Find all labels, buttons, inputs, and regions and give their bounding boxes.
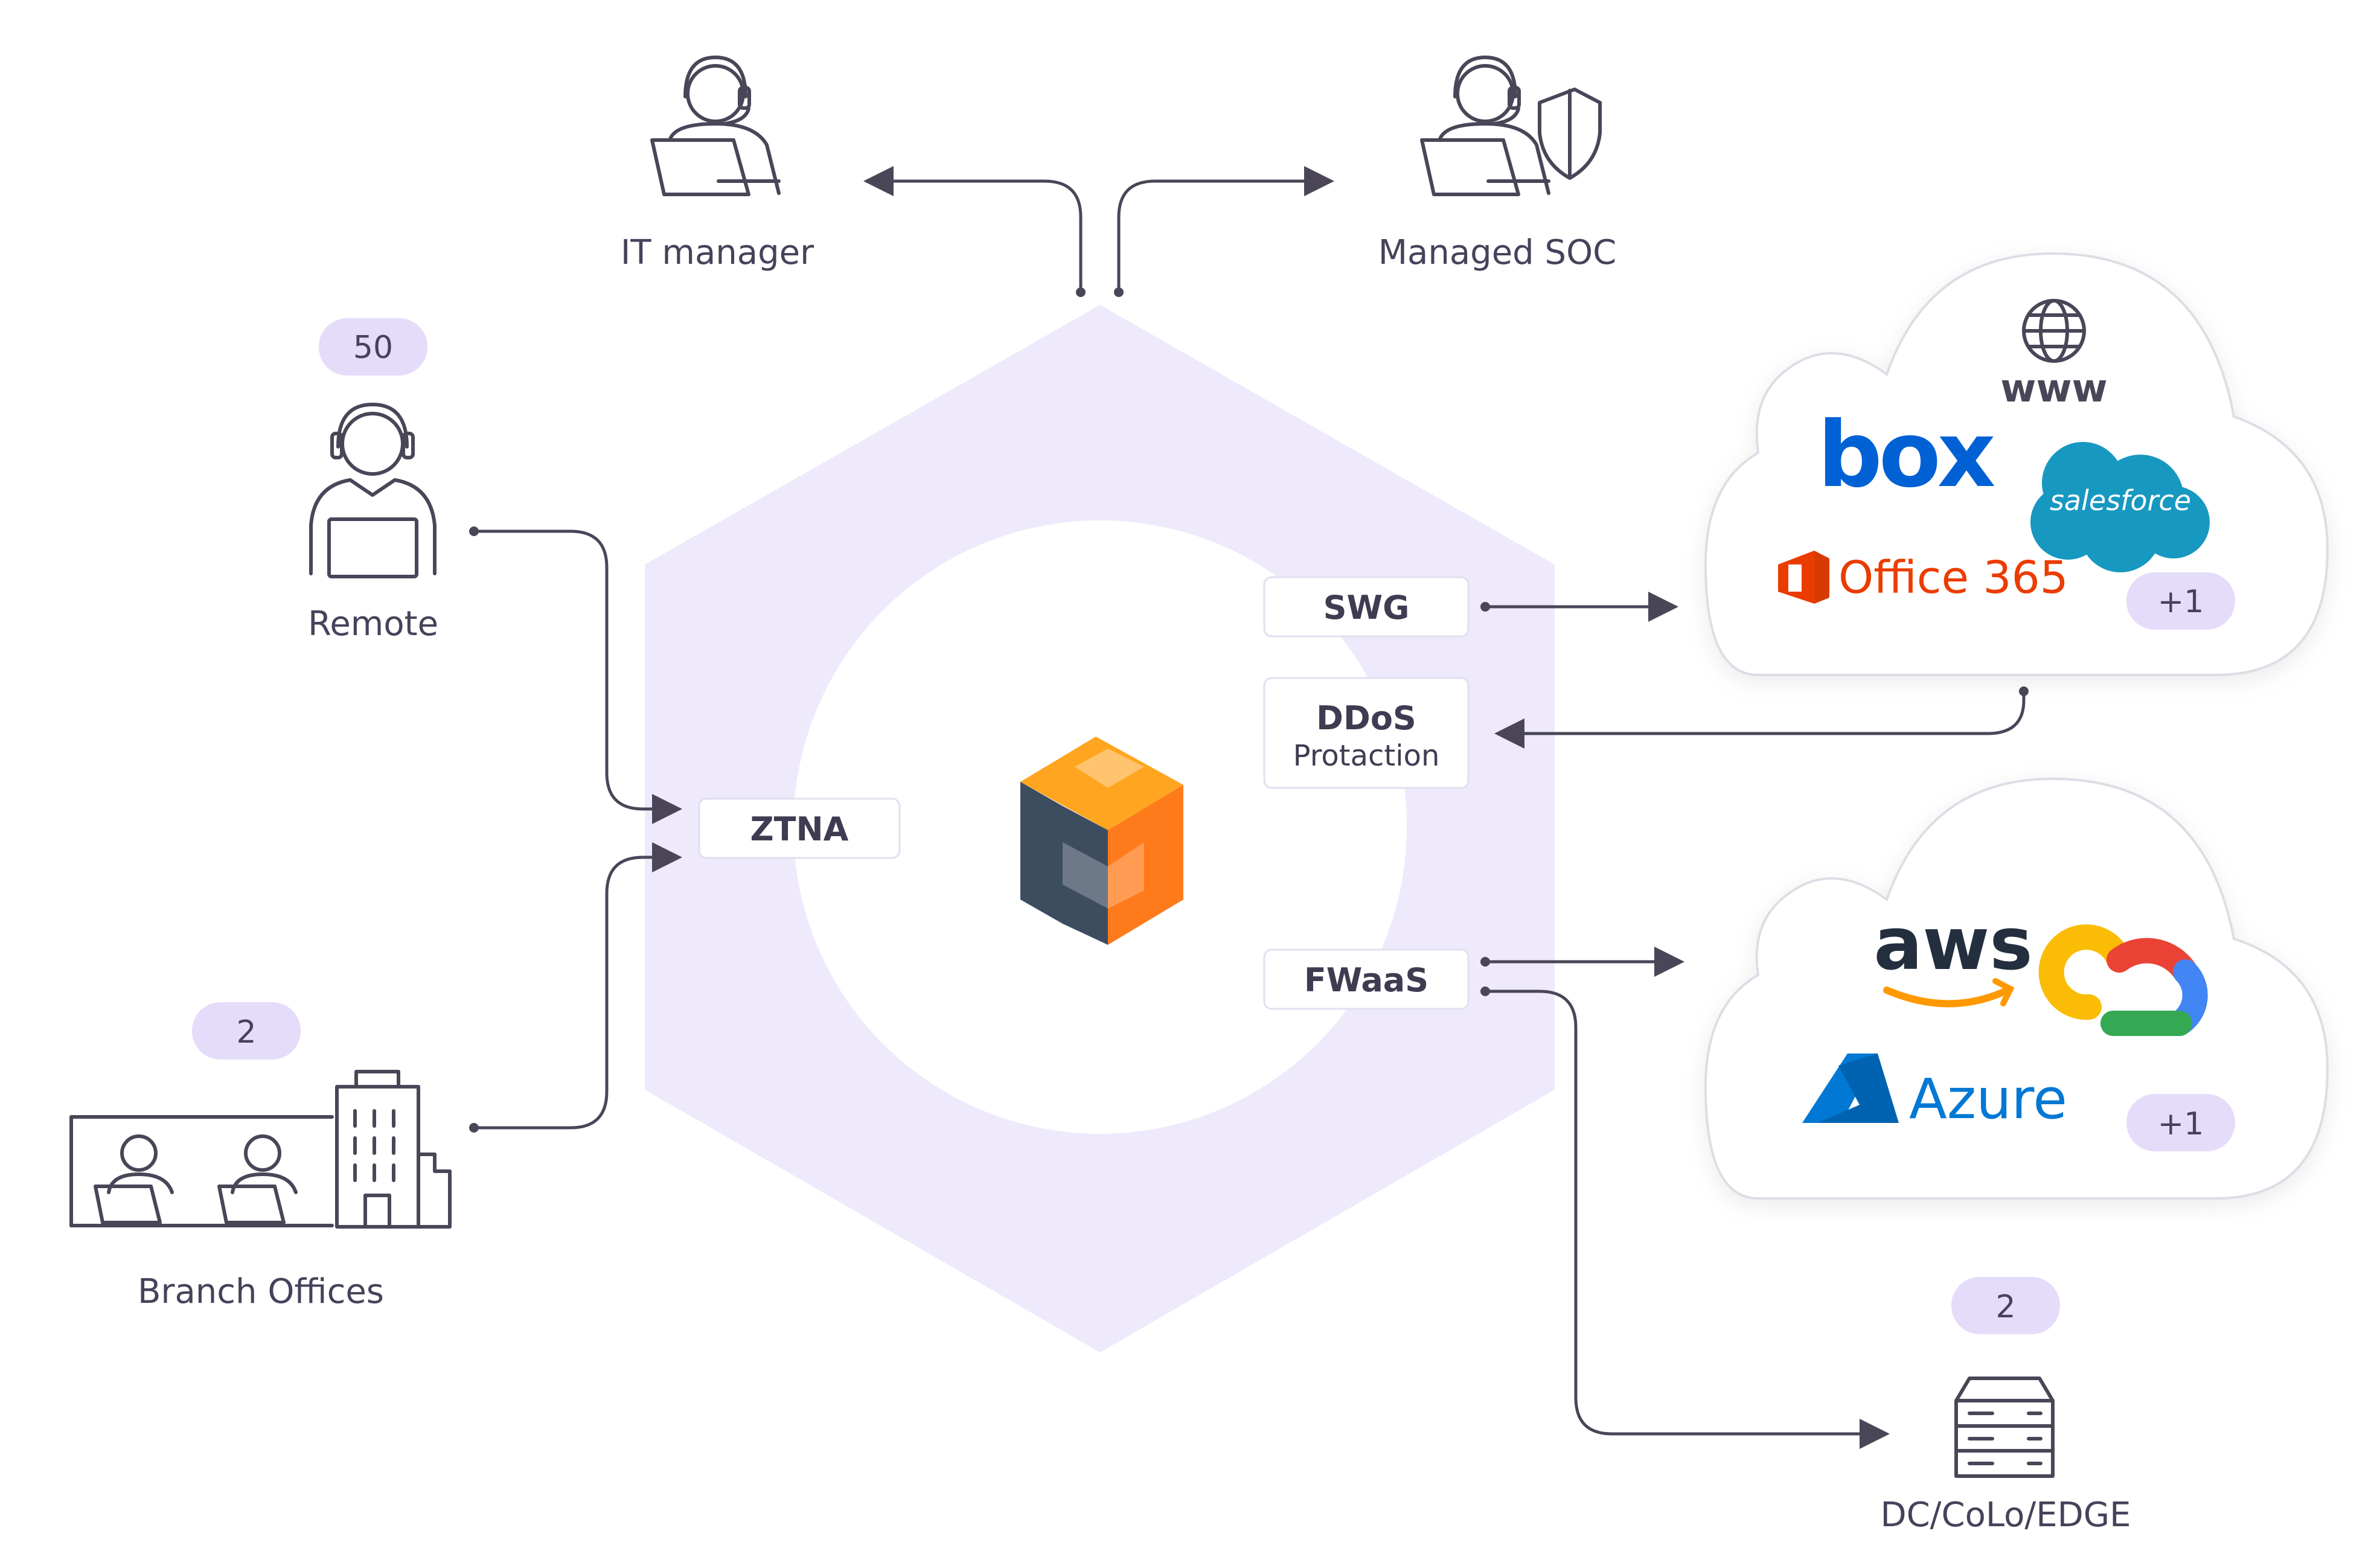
google-cloud-icon <box>2038 924 2208 1036</box>
dc-count: 2 <box>1995 1289 2015 1325</box>
connectors <box>469 166 2029 1449</box>
server-rack-icon <box>1954 1377 2055 1478</box>
remote-worker-icon <box>309 403 437 578</box>
iaas-more-badge[interactable]: +1 <box>2126 1094 2235 1151</box>
dc-node[interactable]: 2 DC/CoLo/EDGE <box>1880 1277 2131 1535</box>
ztna-service[interactable]: ZTNA <box>698 798 901 859</box>
dc-label: DC/CoLo/EDGE <box>1880 1495 2131 1535</box>
saas-cloud <box>1704 252 2329 676</box>
remote-count-badge <box>319 318 427 376</box>
www-service[interactable]: www <box>2000 299 2108 411</box>
it-manager-label: IT manager <box>621 233 814 272</box>
ddos-sublabel: Protaction <box>1293 739 1440 773</box>
swg-label: SWG <box>1323 589 1410 627</box>
fwaas-service[interactable]: FWaaS <box>1263 948 1470 1010</box>
box-service[interactable]: box <box>1817 403 1998 508</box>
remote-label: Remote <box>308 604 438 644</box>
google-cloud-service[interactable] <box>2038 924 2208 1036</box>
branch-office-building-icon <box>69 1070 452 1229</box>
managed-soc-label: Managed SOC <box>1378 233 1617 272</box>
iaas-more-count: +1 <box>2158 1106 2204 1142</box>
salesforce-cloud-icon <box>2030 442 2210 572</box>
ddos-label: DDoS <box>1316 699 1416 737</box>
ddos-service[interactable]: DDoS Protaction <box>1263 677 1470 789</box>
platform-logo-icon <box>1020 737 1183 945</box>
dc-count-badge <box>1951 1277 2060 1334</box>
globe-icon <box>2022 299 2086 363</box>
headset-agent-icon <box>1420 56 1550 196</box>
shield-icon <box>1538 88 1602 180</box>
branch-count-badge <box>192 1002 301 1060</box>
office365-service[interactable]: Office 365 <box>1778 551 2068 604</box>
managed-soc-node[interactable]: Managed SOC <box>1378 56 1617 272</box>
headset-agent-icon <box>650 56 781 196</box>
office365-label: Office 365 <box>1838 552 2068 604</box>
ztna-label: ZTNA <box>750 810 849 848</box>
aws-smile-icon <box>1883 986 2011 1008</box>
saas-more-badge[interactable]: +1 <box>2126 572 2235 630</box>
branch-offices-label: Branch Offices <box>138 1272 384 1311</box>
it-manager-node[interactable]: IT manager <box>621 56 814 272</box>
salesforce-service[interactable]: salesforce <box>2030 442 2210 572</box>
fwaas-label: FWaaS <box>1304 961 1428 999</box>
www-label: www <box>2000 366 2107 411</box>
aws-service[interactable]: aws <box>1873 903 2033 1008</box>
branch-count: 2 <box>236 1014 256 1050</box>
salesforce-label: salesforce <box>2050 484 2191 517</box>
azure-icon <box>1802 1054 1899 1123</box>
aws-label: aws <box>1873 903 2032 986</box>
azure-service[interactable]: Azure <box>1802 1054 2067 1131</box>
remote-node[interactable]: 50 Remote <box>308 318 438 644</box>
azure-label: Azure <box>1909 1067 2067 1131</box>
office-icon <box>1778 551 1829 604</box>
remote-count: 50 <box>353 330 393 366</box>
branch-offices-node[interactable]: 2 Branch Offices <box>69 1002 452 1311</box>
swg-service[interactable]: SWG <box>1263 576 1470 638</box>
iaas-cloud <box>1704 777 2329 1200</box>
saas-more-count: +1 <box>2158 584 2204 620</box>
box-logo-text: box <box>1817 403 1994 508</box>
